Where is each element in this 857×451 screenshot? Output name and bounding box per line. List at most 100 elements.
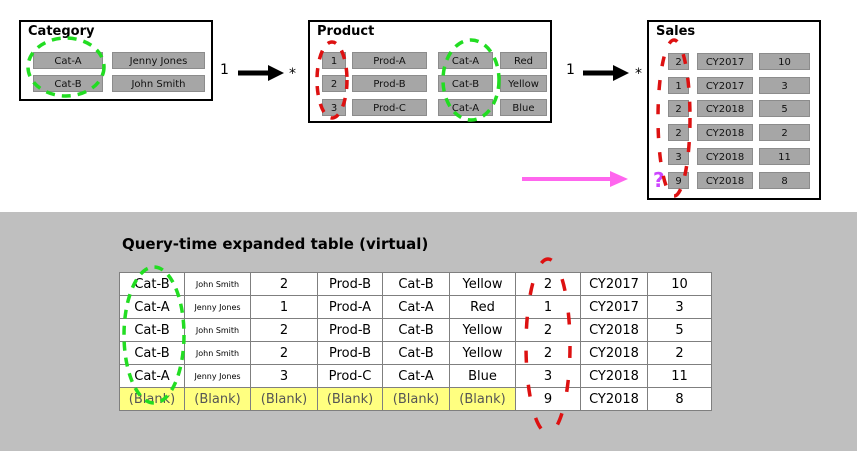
table-cell: 10 — [647, 272, 712, 296]
product-cell: Cat-B — [438, 75, 493, 92]
category-table-box: Category Cat-A Jenny Jones Cat-B John Sm… — [19, 20, 213, 101]
magenta-arrow-icon — [522, 171, 628, 187]
table-cell: 2 — [250, 341, 318, 365]
sales-title: Sales — [656, 24, 696, 39]
table-cell: (Blank) — [250, 387, 318, 411]
product-cell: Red — [500, 52, 547, 69]
product-cell: Prod-C — [352, 99, 427, 116]
product-cell: Prod-A — [352, 52, 427, 69]
table-cell: Cat-A — [382, 295, 450, 319]
table-row: Cat-B John Smith 2 Prod-B Cat-B Yellow 2… — [119, 341, 712, 365]
arrow-icon — [238, 65, 284, 81]
table-cell: 8 — [647, 387, 712, 411]
table-cell: 3 — [515, 364, 581, 388]
table-cell: 1 — [515, 295, 581, 319]
table-cell: 2 — [515, 341, 581, 365]
table-cell: Cat-B — [119, 318, 185, 342]
expanded-table-title: Query-time expanded table (virtual) — [122, 235, 429, 253]
table-cell: Cat-B — [119, 341, 185, 365]
relationship-one-label: 1 — [566, 62, 575, 78]
table-cell: CY2017 — [580, 295, 648, 319]
category-cell: Jenny Jones — [112, 52, 205, 69]
expanded-table: Cat-B John Smith 2 Prod-B Cat-B Yellow 2… — [119, 272, 712, 411]
table-cell: Prod-C — [317, 364, 383, 388]
category-cell: John Smith — [112, 75, 205, 92]
table-cell: Cat-B — [382, 318, 450, 342]
table-cell: Jenny Jones — [184, 295, 251, 319]
table-cell: Cat-A — [119, 295, 185, 319]
table-cell: John Smith — [184, 318, 251, 342]
arrow-icon — [583, 65, 629, 81]
table-row: Cat-B John Smith 2 Prod-B Cat-B Yellow 2… — [119, 318, 712, 342]
relationship-many-label: * — [289, 66, 296, 82]
table-row: Cat-B John Smith 2 Prod-B Cat-B Yellow 2… — [119, 272, 712, 296]
product-cell: Prod-B — [352, 75, 427, 92]
table-cell: Cat-B — [382, 341, 450, 365]
table-cell: Yellow — [449, 341, 516, 365]
table-cell: John Smith — [184, 341, 251, 365]
table-cell: Prod-B — [317, 318, 383, 342]
table-cell: Prod-B — [317, 272, 383, 296]
table-cell: (Blank) — [317, 387, 383, 411]
product-title: Product — [317, 24, 375, 39]
sales-cell: 3 — [759, 77, 810, 94]
sales-cell: CY2018 — [697, 124, 753, 141]
product-cell: 3 — [322, 99, 346, 116]
product-cell: 2 — [322, 75, 346, 92]
product-cell: Cat-A — [438, 52, 493, 69]
table-cell: 2 — [515, 272, 581, 296]
table-cell: Yellow — [449, 272, 516, 296]
table-cell: (Blank) — [449, 387, 516, 411]
sales-cell: 2 — [759, 124, 810, 141]
sales-cell: CY2018 — [697, 100, 753, 117]
table-cell: 2 — [647, 341, 712, 365]
sales-cell: 1 — [668, 77, 689, 94]
table-cell: 9 — [515, 387, 581, 411]
table-row: Cat-A Jenny Jones 3 Prod-C Cat-A Blue 3 … — [119, 364, 712, 388]
table-cell: CY2018 — [580, 387, 648, 411]
table-cell: CY2018 — [580, 318, 648, 342]
table-cell: CY2018 — [580, 364, 648, 388]
sales-cell: 5 — [759, 100, 810, 117]
table-cell: 1 — [250, 295, 318, 319]
relationship-many-label: * — [635, 66, 642, 82]
product-cell: 1 — [322, 52, 346, 69]
sales-cell: CY2017 — [697, 53, 753, 70]
table-cell: 3 — [250, 364, 318, 388]
table-cell: 5 — [647, 318, 712, 342]
table-cell: Prod-A — [317, 295, 383, 319]
relationship-one-label: 1 — [220, 62, 229, 78]
sales-cell: CY2017 — [697, 77, 753, 94]
table-cell: 3 — [647, 295, 712, 319]
product-cell: Yellow — [500, 75, 547, 92]
sales-table-box: Sales 2 CY2017 10 1 CY2017 3 2 CY2018 5 … — [647, 20, 821, 200]
table-cell: Cat-A — [382, 364, 450, 388]
sales-cell: 2 — [668, 53, 689, 70]
table-cell: Blue — [449, 364, 516, 388]
table-cell: Cat-B — [119, 272, 185, 296]
table-cell: 2 — [250, 272, 318, 296]
table-cell: CY2018 — [580, 341, 648, 365]
table-cell: Red — [449, 295, 516, 319]
category-cell: Cat-B — [33, 75, 103, 92]
sales-cell: 8 — [759, 172, 810, 189]
category-cell: Cat-A — [33, 52, 103, 69]
sales-cell: 10 — [759, 53, 810, 70]
table-cell: 11 — [647, 364, 712, 388]
table-cell: CY2017 — [580, 272, 648, 296]
table-cell: 2 — [250, 318, 318, 342]
sales-cell: 2 — [668, 124, 689, 141]
table-cell: Jenny Jones — [184, 364, 251, 388]
product-table-box: Product 1 Prod-A Cat-A Red 2 Prod-B Cat-… — [308, 20, 552, 123]
table-cell: (Blank) — [119, 387, 185, 411]
table-cell: Cat-B — [382, 272, 450, 296]
product-cell: Cat-A — [438, 99, 493, 116]
table-cell: (Blank) — [382, 387, 450, 411]
table-cell: Yellow — [449, 318, 516, 342]
category-title: Category — [28, 24, 95, 39]
sales-cell: 9 — [668, 172, 689, 189]
sales-cell: 3 — [668, 148, 689, 165]
table-row: (Blank) (Blank) (Blank) (Blank) (Blank) … — [119, 387, 712, 411]
sales-cell: CY2018 — [697, 172, 753, 189]
table-cell: Cat-A — [119, 364, 185, 388]
